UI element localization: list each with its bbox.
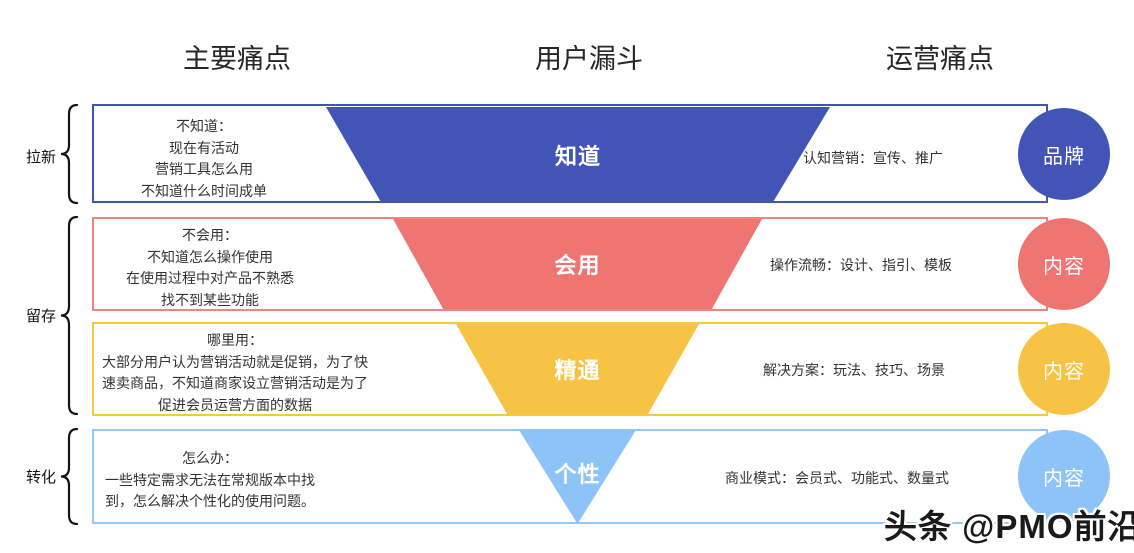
funnel-segment-label: 精通 <box>554 358 601 383</box>
pain-line: 在使用过程中对产品不熟悉 <box>126 270 294 286</box>
outcome-circle-content-3: 内容 <box>1018 430 1110 522</box>
outcome-circle-label: 内容 <box>1043 467 1085 490</box>
pain-line: 现在有活动 <box>169 139 239 156</box>
pain-line: 促进会员运营方面的数据 <box>158 396 312 413</box>
outcome-circle-label: 品牌 <box>1043 145 1085 168</box>
funnel-segment-label: 知道 <box>554 143 601 169</box>
column-header-main-pain-points: 主要痛点 <box>183 44 291 74</box>
pain-points-text-row1: 不知道： 现在有活动 营销工具怎么用 不知道什么时间成单 <box>94 116 314 202</box>
funnel-segment-label: 个性 <box>554 462 601 487</box>
pain-line: 找不到某些功能 <box>161 291 259 308</box>
outcome-circle-brand: 品牌 <box>1018 108 1110 200</box>
pain-line: 营销工具怎么用 <box>155 161 253 177</box>
bracket-label-retention: 留存 <box>25 308 56 325</box>
funnel-segment-know: 知道 <box>326 107 830 202</box>
outcome-circle-content-2: 内容 <box>1018 323 1110 415</box>
pain-line: 速卖商品，不知道商家设立营销活动是为了 <box>102 375 368 391</box>
operation-text-row1: 认知营销：宣传、推广 <box>803 150 943 166</box>
operation-text-row2: 操作流畅：设计、指引、模板 <box>770 257 952 273</box>
column-header-user-funnel: 用户漏斗 <box>535 44 643 74</box>
outcome-circle-content-1: 内容 <box>1018 218 1110 310</box>
funnel-segment-label: 会用 <box>554 253 601 278</box>
bracket-label-conversion: 转化 <box>25 469 56 486</box>
pain-points-text-row4: 怎么办： 一些特定需求无法在常规版本中找 到，怎么解决个性化的使用问题。 <box>95 448 325 513</box>
pain-line: 哪里用： <box>207 332 263 348</box>
funnel-segment-can-use: 会用 <box>393 219 762 309</box>
outcome-circle-label: 内容 <box>1043 255 1085 278</box>
pain-points-text-row2: 不会用： 不知道怎么操作使用 在使用过程中对产品不熟悉 找不到某些功能 <box>100 225 320 311</box>
pain-line: 大部分用户认为营销活动就是促销，为了快 <box>102 353 368 370</box>
pain-line: 怎么办： <box>182 450 238 466</box>
curly-brace-icon <box>60 216 79 415</box>
curly-brace-icon <box>60 428 79 525</box>
pain-line: 不会用： <box>182 227 238 243</box>
curly-brace-icon <box>60 104 79 204</box>
pain-line: 不知道怎么操作使用 <box>147 248 273 265</box>
outcome-circle-label: 内容 <box>1043 360 1085 383</box>
pain-line: 到，怎么解决个性化的使用问题。 <box>105 493 315 509</box>
bracket-label-acquisition: 拉新 <box>25 149 56 166</box>
pain-line: 一些特定需求无法在常规版本中找 <box>105 471 315 488</box>
pain-points-text-row3: 哪里用： 大部分用户认为营销活动就是促销，为了快 速卖商品，不知道商家设立营销活… <box>85 330 385 416</box>
column-header-operation-pain-points: 运营痛点 <box>886 44 994 74</box>
pain-line: 不知道： <box>176 118 232 134</box>
pain-line: 不知道什么时间成单 <box>141 182 267 199</box>
watermark-toutiao-pmo: 头条 @PMO前沿 <box>884 508 1134 545</box>
operation-text-row3: 解决方案：玩法、技巧、场景 <box>763 362 945 378</box>
operation-text-row4: 商业模式：会员式、功能式、数量式 <box>725 470 949 486</box>
